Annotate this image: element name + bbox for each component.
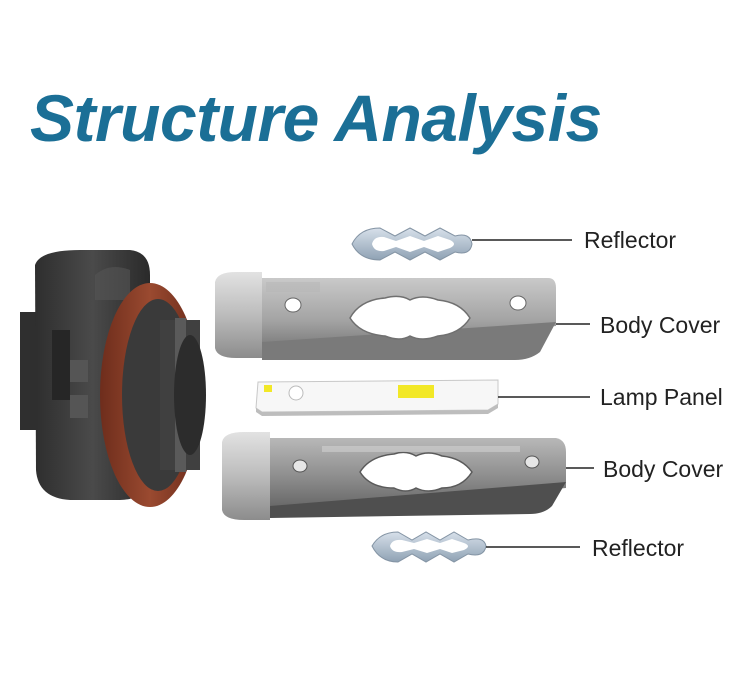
label-reflector-top: Reflector	[584, 227, 677, 253]
label-body-cover-bottom: Body Cover	[603, 456, 724, 482]
label-body-cover-top: Body Cover	[600, 312, 721, 338]
label-reflector-bottom: Reflector	[592, 535, 685, 561]
led-chip-large	[398, 385, 434, 398]
body-cover-bottom	[222, 432, 566, 520]
reflector-bottom	[371, 531, 487, 563]
bulb-socket	[20, 250, 206, 507]
page-title: Structure Analysis	[30, 81, 602, 155]
led-chip-small	[264, 385, 272, 392]
lamp-panel	[255, 379, 499, 416]
label-lamp-panel: Lamp Panel	[600, 384, 723, 410]
reflector-top	[351, 227, 473, 261]
body-cover-top	[215, 272, 556, 360]
